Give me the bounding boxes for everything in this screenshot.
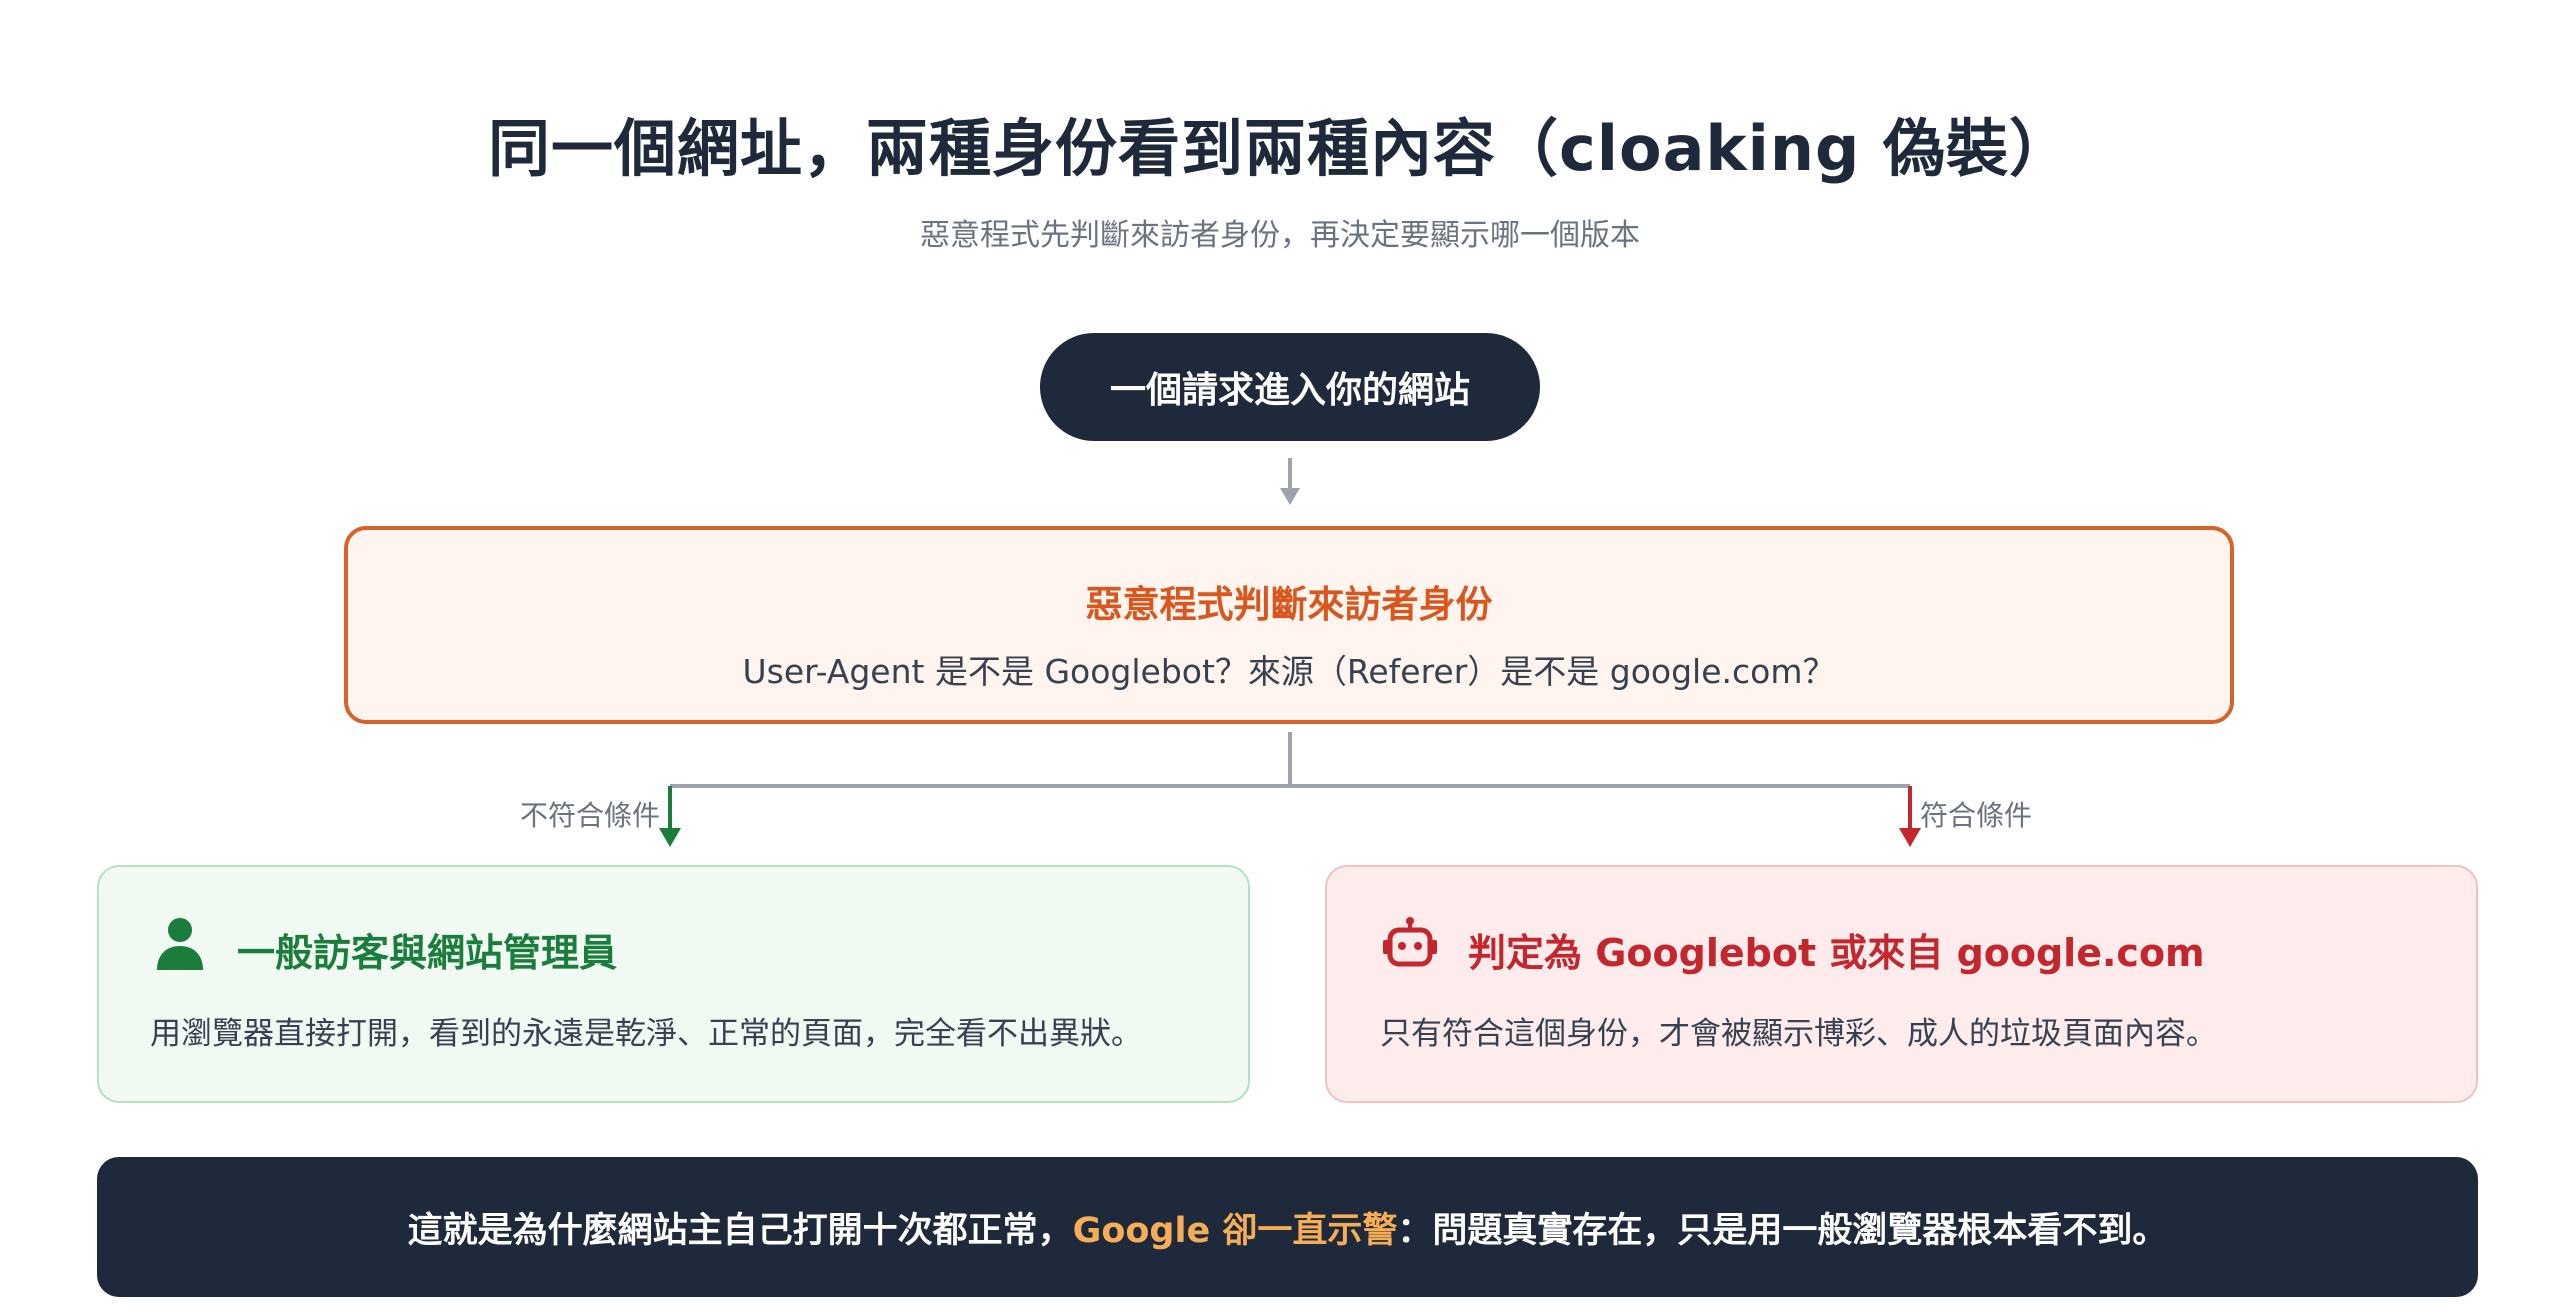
robot-icon [1383,917,1437,967]
identity-check-title: 惡意程式判斷來訪者身份 [1085,583,1493,626]
match-arrowhead [1899,828,1921,847]
not-match-arrowhead [659,828,681,847]
not-match-label: 不符合條件 [519,799,660,832]
googlebot-box-description: 只有符合這個身份，才會被顯示博彩、成人的垃圾頁面內容。 [1380,1016,2217,1052]
identity-check-question: User-Agent 是不是 Googlebot？來源（Referer）是不是 … [742,652,1836,691]
visitor-box-title: 一般訪客與網站管理員 [237,931,618,975]
summary-highlight: Google 卻一直示警 [1072,1210,1398,1251]
identity-check-node [344,526,2234,724]
request-node: 一個請求進入你的網站 [1040,333,1540,441]
person-icon [157,918,203,970]
googlebot-box-title: 判定為 Googlebot 或來自 google.com [1468,931,2205,975]
googlebot-result-box [1325,865,2478,1103]
request-to-check-arrowhead [1280,488,1300,505]
visitor-box-description: 用瀏覽器直接打開，看到的永遠是乾淨、正常的頁面，完全看不出異狀。 [150,1016,1142,1052]
match-label: 符合條件 [1920,799,2033,832]
request-node-label: 一個請求進入你的網站 [1109,370,1470,411]
visitor-result-box [97,865,1250,1103]
summary-text-before: 這就是為什麼網站主自己打開十次都正常， [407,1210,1073,1251]
summary-text-after: ：問題真實存在，只是用一般瀏覽器根本看不到。 [1397,1210,2168,1251]
page-title: 同一個網址，兩種身份看到兩種內容（cloaking 偽裝） [487,112,2073,185]
page-subtitle: 惡意程式先判斷來訪者身份，再決定要顯示哪一個版本 [920,218,1640,253]
summary-banner: 這就是為什麼網站主自己打開十次都正常，Google 卻一直示警：問題真實存在，只… [97,1157,2478,1297]
